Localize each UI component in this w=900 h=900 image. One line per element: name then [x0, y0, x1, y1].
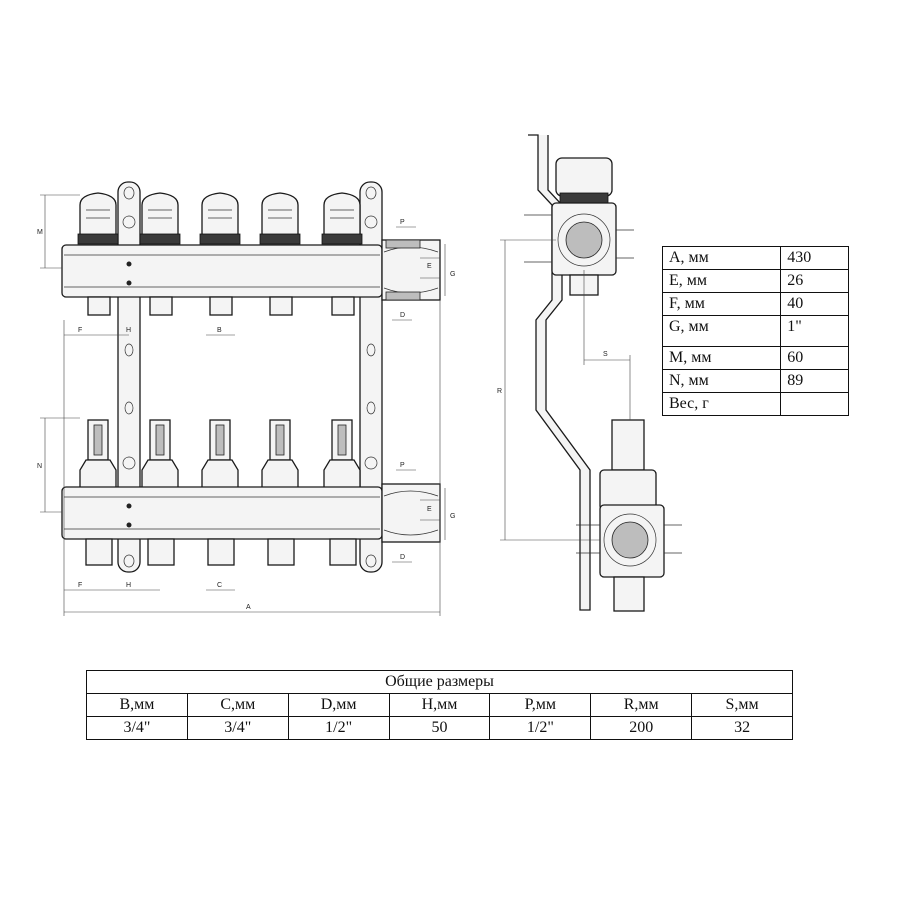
label-S: S — [603, 351, 608, 358]
label-B: B — [217, 327, 222, 334]
side-flowmeter — [611, 419, 645, 471]
supply-port — [381, 239, 441, 301]
side-valve-head — [555, 157, 613, 197]
label-R: R — [497, 388, 502, 395]
label-N: N — [37, 463, 42, 470]
table-header-row: B,мм C,мм D,мм H,мм P,мм R,мм S,мм — [86, 693, 793, 717]
label-H-lower: H — [126, 582, 131, 589]
label-M: M — [37, 229, 43, 236]
label-P-upper: P — [400, 219, 405, 226]
supply-bar — [61, 244, 383, 298]
supply-valve-heads — [77, 192, 363, 245]
label-G-upper: G — [450, 271, 455, 278]
label-E-lower: E — [427, 506, 432, 513]
flowmeters — [79, 419, 361, 491]
return-outlets — [85, 538, 357, 566]
label-D-lower: D — [400, 554, 405, 561]
table-row: 3/4" 3/4" 1/2" 50 1/2" 200 32 — [86, 716, 793, 740]
label-C: C — [217, 582, 222, 589]
label-A: A — [246, 604, 251, 611]
return-port — [381, 483, 441, 543]
manifold-front-view: M N F H B F H C A P P E E G G D D — [37, 181, 455, 616]
label-F-upper: F — [78, 327, 82, 334]
label-H-upper: H — [126, 327, 131, 334]
dimensions-table: Общие размеры B,мм C,мм D,мм H,мм P,мм R… — [86, 670, 793, 740]
label-D-upper: D — [400, 312, 405, 319]
table-title: Общие размеры — [86, 670, 793, 694]
label-F-lower: F — [78, 582, 82, 589]
label-G-lower: G — [450, 513, 455, 520]
table-row: Вес, г — [661, 392, 849, 416]
supply-outlets — [87, 296, 355, 316]
return-bar — [61, 486, 383, 540]
label-E-upper: E — [427, 263, 432, 270]
table-title-row: Общие размеры — [86, 670, 793, 694]
manifold-side-view: R S — [497, 134, 682, 612]
label-P-lower: P — [400, 462, 405, 469]
